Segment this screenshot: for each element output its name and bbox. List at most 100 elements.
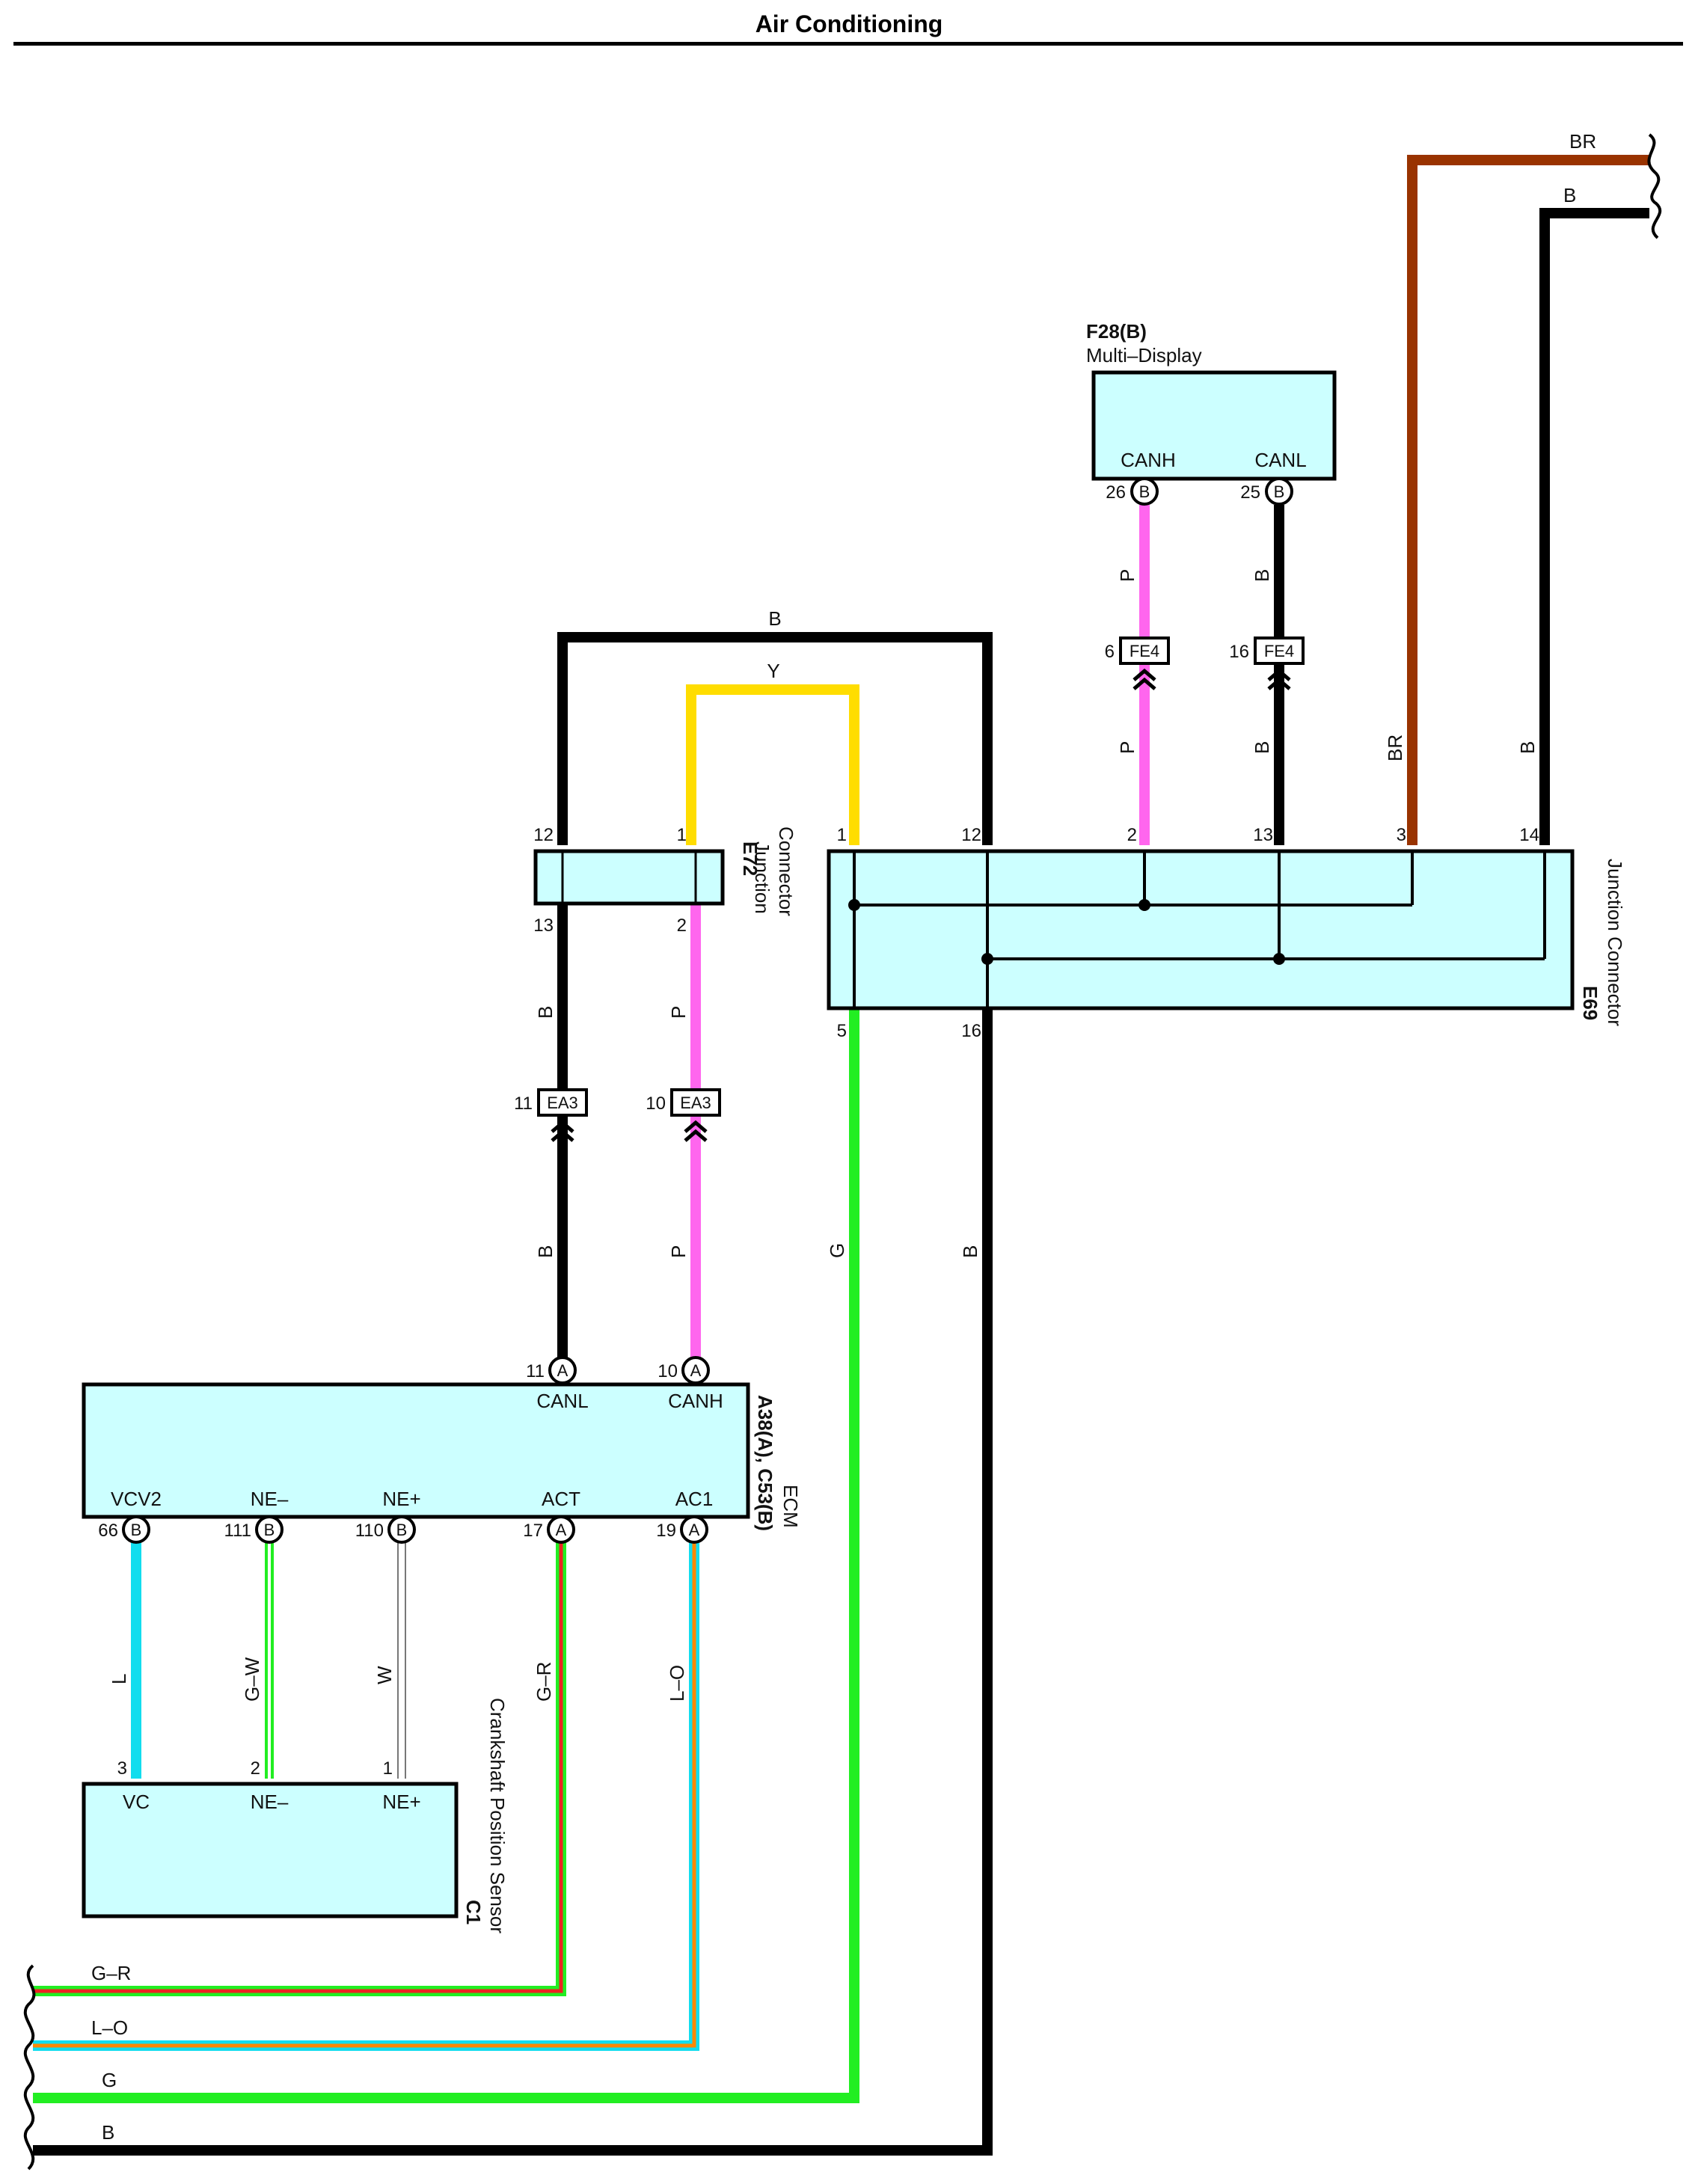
ecm-pin-ne-minus: NE–: [251, 1488, 289, 1510]
f28-pin-canl: CANL: [1254, 449, 1306, 471]
inline-connector-ea3-b: EA3: [670, 1088, 721, 1141]
wire-b-top: [1539, 208, 1649, 845]
wire-label: B: [534, 1245, 557, 1258]
pin-num: 1: [677, 825, 687, 845]
inline-connector-fe4-a: FE4: [1119, 637, 1170, 689]
wire-br-top: [1407, 155, 1649, 845]
pin-num: 16: [961, 1021, 981, 1041]
connector-circle-f28-canl: B: [1265, 477, 1293, 506]
ecm-pin-act: ACT: [542, 1488, 580, 1510]
pin-num: 26: [1106, 482, 1126, 503]
e72-name-1: Junction: [751, 841, 773, 914]
wire-label: B: [1251, 741, 1273, 754]
svg-text:A: A: [689, 1521, 700, 1539]
e69-id: E69: [1579, 986, 1602, 1020]
svg-text:EA3: EA3: [547, 1093, 578, 1112]
wire-label: G: [826, 1243, 848, 1258]
e72-junction-box: [533, 849, 725, 906]
wire-label: L–O: [666, 1665, 688, 1702]
connector-circle-ecm-ac1: A: [680, 1515, 708, 1544]
ecm-pin-canl: CANL: [536, 1390, 588, 1412]
pin-num: 5: [837, 1021, 847, 1041]
connector-circle-ecm-canl: A: [548, 1356, 577, 1384]
svg-text:FE4: FE4: [1264, 642, 1294, 660]
crankshaft-sensor-box: [82, 1782, 459, 1918]
pin-num: 10: [658, 1361, 678, 1381]
wire-label: BR: [1384, 734, 1406, 761]
pin-num: 2: [251, 1758, 260, 1779]
wire-label: G: [102, 2069, 117, 2091]
wire-label: P: [1116, 569, 1138, 582]
ecm-pin-canh: CANH: [668, 1390, 723, 1412]
svg-text:B: B: [1274, 482, 1285, 501]
connector-circle-ecm-act: A: [547, 1515, 575, 1544]
wire-label: P: [667, 1006, 690, 1019]
wire-label: Y: [767, 660, 779, 682]
wire-l-o: [33, 1542, 699, 2051]
pin-num: 16: [1229, 642, 1249, 662]
wire-label: B: [768, 607, 781, 630]
pin-num: 3: [117, 1758, 127, 1779]
svg-text:B: B: [396, 1521, 408, 1539]
c1-pin-vc: VC: [123, 1791, 150, 1813]
svg-text:A: A: [556, 1521, 567, 1539]
ecm-pin-ac1: AC1: [675, 1488, 714, 1510]
pin-num: 25: [1240, 482, 1260, 503]
pin-num: 2: [677, 915, 687, 936]
pin-num: 66: [98, 1521, 118, 1541]
pin-num: 6: [1105, 642, 1115, 662]
ecm-pin-vcv2: VCV2: [111, 1488, 162, 1510]
wire-label: P: [1116, 741, 1138, 754]
pin-num: 11: [526, 1361, 545, 1381]
wire-label: B: [534, 1006, 557, 1019]
wire-label: G–W: [241, 1657, 263, 1702]
c1-pin-ne-plus: NE+: [382, 1791, 420, 1813]
pin-num: 12: [533, 825, 554, 845]
wire-label: G–R: [533, 1662, 555, 1702]
multi-display-box: [1091, 370, 1337, 481]
wire-b-loop: [557, 632, 993, 845]
pin-num: 13: [1253, 825, 1273, 845]
connector-circle-ecm-vcv2: B: [122, 1515, 150, 1544]
f28-id: F28(B): [1086, 320, 1147, 343]
pin-num: 2: [1127, 825, 1137, 845]
wire-label: P: [667, 1245, 690, 1258]
wire-label: BR: [1569, 130, 1596, 153]
pin-num: 1: [383, 1758, 393, 1779]
wire-label: B: [1516, 741, 1539, 754]
page-title: Air Conditioning: [755, 10, 943, 37]
e69-junction-box: [827, 849, 1575, 1010]
svg-text:B: B: [131, 1521, 142, 1539]
svg-text:A: A: [690, 1361, 702, 1380]
c1-id: C1: [462, 1900, 485, 1924]
ecm-box: [82, 1382, 750, 1519]
svg-text:B: B: [264, 1521, 275, 1539]
title-rule: [13, 42, 1683, 46]
wire-y-loop: [686, 684, 859, 845]
wire-label: B: [1563, 184, 1576, 206]
svg-text:A: A: [557, 1361, 568, 1380]
wire-b-right: [33, 1010, 993, 2156]
svg-text:EA3: EA3: [680, 1093, 711, 1112]
pin-num: 14: [1519, 825, 1539, 845]
ecm-pin-ne-plus: NE+: [382, 1488, 420, 1510]
pin-num: 17: [523, 1521, 543, 1541]
inline-connector-ea3-a: EA3: [537, 1088, 588, 1141]
wire-g-r: [33, 1542, 566, 1996]
pin-num: 3: [1397, 825, 1406, 845]
connector-circle-ecm-canh: A: [681, 1356, 710, 1384]
wire-label: B: [102, 2121, 114, 2144]
f28-pin-canh: CANH: [1121, 449, 1176, 471]
c1-pin-ne-minus: NE–: [251, 1791, 289, 1813]
pin-num: 111: [224, 1521, 251, 1541]
wire-label: W: [373, 1666, 396, 1684]
wire-break-left: [23, 1964, 36, 2171]
e72-id: E72: [739, 841, 761, 876]
pin-num: 11: [514, 1093, 533, 1114]
wire-label: B: [1251, 569, 1273, 582]
pin-num: 1: [837, 825, 847, 845]
e69-internal-bus: [853, 851, 1546, 1008]
svg-text:FE4: FE4: [1130, 642, 1159, 660]
svg-text:B: B: [1139, 482, 1150, 501]
